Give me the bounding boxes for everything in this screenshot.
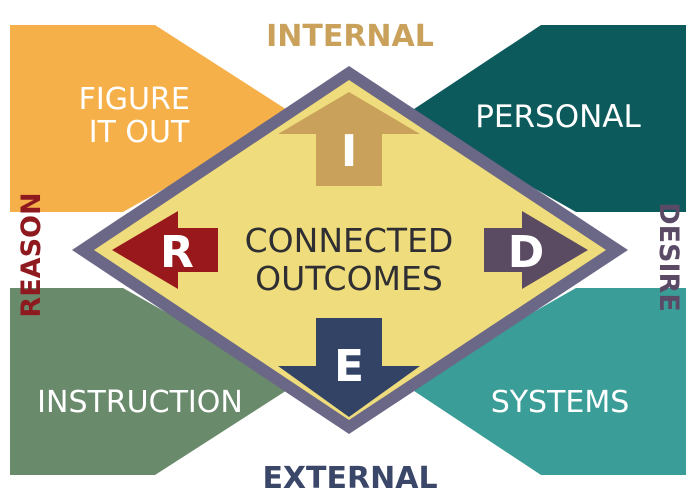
arrow-left-reason: [112, 211, 218, 289]
center-title-line-2: OUTCOMES: [255, 259, 443, 298]
arrow-up-internal: [278, 92, 420, 186]
axis-label-desire: DESIRE: [653, 202, 684, 312]
diamond-center: [94, 80, 606, 420]
quadrant-label-figure-it-out: FIGURE IT OUT: [79, 82, 200, 150]
axis-label-external: EXTERNAL: [262, 461, 437, 496]
arrow-letter-d: D: [508, 227, 545, 278]
arrow-down-external: [278, 318, 420, 417]
quadrant-instruction-band: [10, 288, 295, 475]
axis-label-reason: REASON: [16, 192, 47, 317]
quadrant-label-instruction: INSTRUCTION: [37, 385, 243, 420]
quadrant-label-systems: SYSTEMS: [491, 385, 630, 420]
quadrant-label-figure-it-out-line-1: FIGURE: [79, 82, 190, 117]
quadrant-label-personal: PERSONAL: [475, 99, 641, 135]
arrow-letter-e: E: [334, 341, 364, 392]
axis-label-internal: INTERNAL: [266, 19, 434, 54]
quadrant-label-figure-it-out-line-2: IT OUT: [89, 115, 190, 150]
arrow-letter-i: I: [341, 126, 357, 177]
quadrant-systems-band: [405, 288, 686, 475]
arrow-right-desire: [484, 211, 588, 289]
arrow-letter-r: R: [160, 227, 194, 278]
center-title-line-1: CONNECTED: [245, 221, 454, 260]
quadrant-personal-band: [405, 25, 686, 212]
quadrant-figure-it-out-band: [10, 25, 295, 212]
